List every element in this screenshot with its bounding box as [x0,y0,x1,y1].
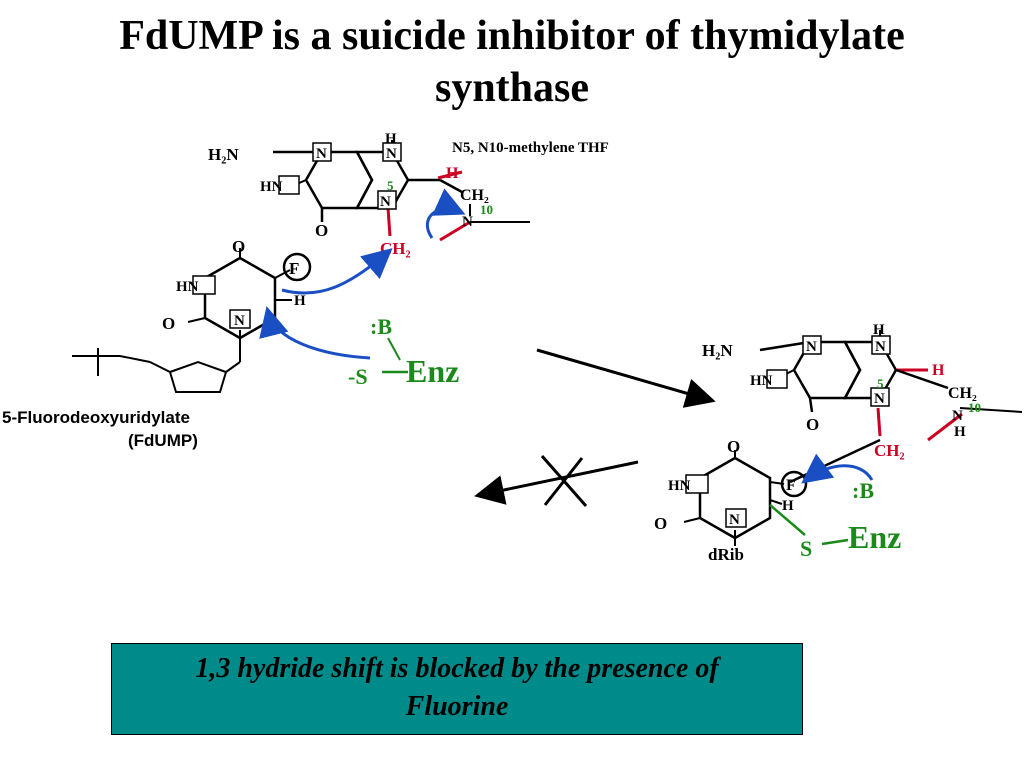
fdump-name-line-2: (FdUMP) [128,431,198,450]
fdump-n-label: N [234,313,245,329]
complex-base-label: :B [852,478,874,503]
thf-nh-h-label: H [385,131,397,147]
fdump-h-label: H [294,293,306,309]
title-line-1: FdUMP is a suicide inhibitor of thymidyl… [119,13,905,59]
complex-s-label: S [800,536,812,561]
complex-n5-label: N [874,391,885,407]
complex-n-label-1: N [806,339,817,355]
complex-drib-label: dRib [708,545,744,564]
fdump-fluorine-circle [282,252,312,282]
thf-n-label-1: N [316,146,327,162]
complex-n10-h-label: H [954,424,966,440]
fdump-o-left-label: O [162,314,175,333]
complex-o-top-label: O [727,437,740,456]
enzyme-base-label-top: :B [370,314,392,339]
complex-h2n-label: H₂N [702,341,733,360]
methylene-thf-structure: H₂N N H N HN 5 N O H CH₂ 10 N CH₂ N5, N1… [208,131,609,258]
fdump-o-top-label: O [232,237,245,256]
fdump-f-label: F [289,259,299,278]
complex-f-label: F [786,477,796,494]
thf-n10-locant: 10 [480,202,493,217]
complex-n10-label: N [952,408,963,424]
complex-hn-uracil-label: HN [668,478,691,494]
reaction-scheme: H₂N N H N HN 5 N O H CH₂ 10 N CH₂ N5, N1… [2,131,1023,564]
slide-title: FdUMP is a suicide inhibitor of thymidyl… [0,10,1024,114]
complex-ch2-side-label: CH₂ [948,385,977,402]
fdump-structure: O HN N O F H 5-Fluorodeoxyuridylate (FdU… [2,237,312,450]
complex-nh-h-label: H [873,322,885,338]
blocked-arrow [474,460,639,505]
caption-line-1: 1,3 hydride shift is blocked by the pres… [195,653,719,684]
complex-enz-label: Enz [848,519,901,555]
thf-n10-label: N [462,214,473,230]
reaction-arrow [536,348,716,408]
complex-h-label: H [782,498,794,514]
caption-line-2: Fluorine [405,691,509,722]
complex-h-red-label: H [932,362,945,379]
complex-fluorine-circle [780,470,808,498]
thf-h-red-label: H [446,165,459,182]
enzyme-top: :B -S Enz [348,314,459,389]
arrow-thiolate-to-c6 [259,306,371,360]
title-line-2: synthase [434,65,590,111]
blocked-cross-2 [543,457,584,506]
complex-n-uracil-label: N [729,512,740,528]
fdump-hn-label: HN [176,279,199,295]
thf-ch2-side-label: CH₂ [460,187,489,204]
fdump-name-line-1: 5-Fluorodeoxyuridylate [2,408,190,427]
enzyme-enz-label-top: Enz [406,353,459,389]
thf-h2n-label: H₂N [208,145,239,164]
enzyme-thiolate-label: -S [348,364,368,389]
covalent-complex-structure: H₂N N H N HN 5 N O H CH₂ 10 N H CH₂ O HN… [654,322,1023,564]
cofactor-name-label: N5, N10-methylene THF [452,140,609,156]
thf-hn-label: HN [260,179,283,195]
complex-hn-label: HN [750,373,773,389]
thf-n-label-2: N [386,146,397,162]
complex-n-label-2: N [875,339,886,355]
complex-n10-locant: 10 [968,400,981,415]
thf-n5-label: N [380,194,391,210]
thf-o-label: O [315,221,328,240]
complex-o-thf-label: O [806,415,819,434]
thf-n5-locant: 5 [387,178,394,193]
complex-o-left-label: O [654,514,667,533]
arrow-c6-to-ch2 [281,248,393,295]
caption-box: 1,3 hydride shift is blocked by the pres… [111,643,803,735]
complex-ch2-bridge-label: CH₂ [874,441,905,460]
arrow-base-to-h-blocked [801,453,874,484]
complex-n5-locant: 5 [877,376,884,391]
